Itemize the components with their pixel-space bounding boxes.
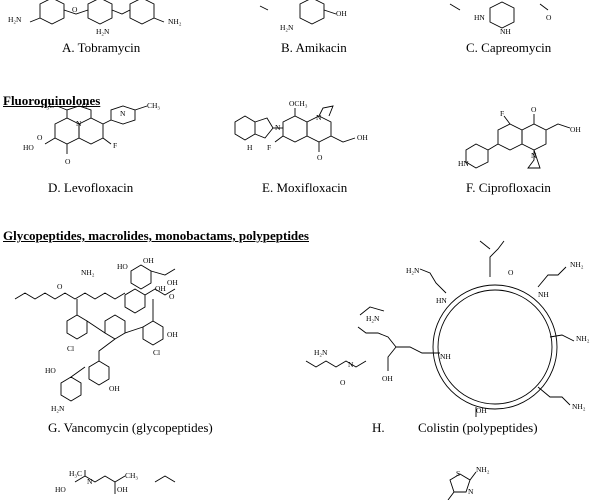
atom-label: OH	[167, 330, 178, 339]
atom-label: HO	[23, 143, 34, 152]
atom-label: CH₃	[147, 101, 160, 110]
atom-label: H₃C	[69, 469, 82, 478]
atom-label: HN	[458, 159, 469, 168]
atom-label: NH	[538, 290, 549, 299]
atom-label: Cl	[67, 344, 74, 353]
atom-label: H₂N	[51, 404, 65, 413]
caption-vancomycin: G. Vancomycin (glycopeptides)	[48, 420, 213, 435]
caption-moxifloxacin: E. Moxifloxacin	[262, 180, 348, 195]
atom-label: N	[531, 151, 537, 160]
atom-label: CH₃	[125, 471, 138, 480]
atom-label: O	[57, 282, 63, 291]
caption-amikacin: B. Amikacin	[281, 40, 347, 55]
atom-label: O	[82, 101, 88, 110]
atom-label: OH	[167, 278, 178, 287]
atom-label: NH	[440, 352, 451, 361]
atom-label: F	[267, 143, 271, 152]
atom-label: H	[247, 143, 253, 152]
vancomycin-structure: OH OH HO NH₂ O OH O Cl Cl OH OH HO H₂N	[14, 256, 178, 413]
atom-label: O	[317, 153, 323, 162]
atom-label: H₂N	[366, 314, 380, 323]
atom-label: H₂N	[96, 27, 110, 36]
atom-label: N	[120, 109, 126, 118]
atom-label: N	[87, 477, 93, 486]
atom-label: S	[456, 469, 460, 478]
atom-label: HN	[436, 296, 447, 305]
tobramycin-structure: H₂N O NH₂ H₂N	[8, 0, 182, 36]
monobactam-structure: NH₂ S N	[447, 465, 490, 500]
atom-label: O	[37, 133, 43, 142]
atom-label: F	[500, 109, 504, 118]
atom-label: OH	[117, 485, 128, 494]
atom-label: OH	[476, 406, 487, 415]
caption-levofloxacin: D. Levofloxacin	[48, 180, 134, 195]
amikacin-structure: OH H₂N	[259, 0, 347, 32]
atom-label: OH	[382, 374, 393, 383]
atom-label: NH₂	[576, 334, 590, 343]
atom-label: O	[546, 13, 552, 22]
caption-colistin: Colistin (polypeptides)	[418, 420, 538, 435]
section-heading-glycopeptides: Glycopeptides, macrolides, monobactams, …	[3, 228, 309, 243]
atom-label: H₂N	[314, 348, 328, 357]
atom-label: O	[508, 268, 514, 277]
atom-label: NH₂	[476, 465, 490, 474]
atom-label: Cl	[153, 348, 160, 357]
ciprofloxacin-structure: F O OH N HN	[458, 105, 581, 169]
atom-label: OH	[357, 133, 368, 142]
atom-label: N	[275, 123, 281, 132]
atom-label: H₃C	[41, 101, 54, 110]
capreomycin-structure: HN NH O	[449, 1, 552, 36]
atom-label: NH₂	[168, 17, 182, 26]
atom-label: N	[76, 119, 82, 128]
atom-label: N	[468, 487, 474, 496]
levofloxacin-structure: H₃C O N N CH₃ HO O O F	[23, 101, 160, 166]
atom-label: OH	[336, 9, 347, 18]
atom-label: O	[340, 378, 346, 387]
atom-label: HO	[45, 366, 56, 375]
moxifloxacin-structure: OCH₃ H N N F O OH	[234, 99, 368, 162]
caption-ciprofloxacin: F. Ciprofloxacin	[466, 180, 551, 195]
atom-label: HN	[474, 13, 485, 22]
caption-capreomycin: C. Capreomycin	[466, 40, 552, 55]
atom-label: O	[72, 5, 78, 14]
atom-label: HO	[55, 485, 66, 494]
atom-label: N	[348, 360, 354, 369]
atom-label: NH₂	[81, 268, 95, 277]
atom-label: H₂N	[8, 15, 22, 24]
macrolide-structure: H₃C N HO OH CH₃	[55, 469, 176, 494]
atom-label: OH	[109, 384, 120, 393]
atom-label: N	[316, 113, 322, 122]
atom-label: OH	[155, 284, 166, 293]
atom-label: NH	[500, 27, 511, 36]
atom-label: NH₂	[570, 260, 584, 269]
atom-label: O	[531, 105, 537, 114]
atom-label: NH₂	[572, 402, 586, 411]
atom-label: HO	[117, 262, 128, 271]
colistin-structure: H₂N NH₂ NH₂ NH₂ H₂N H₂N OH OH N O NH NH …	[305, 240, 590, 417]
caption-colistin-letter: H.	[372, 420, 385, 435]
atom-label: OCH₃	[289, 99, 308, 108]
atom-label: OH	[143, 256, 154, 265]
atom-label: F	[113, 141, 117, 150]
atom-label: OH	[570, 125, 581, 134]
atom-label: O	[65, 157, 71, 166]
caption-tobramycin: A. Tobramycin	[62, 40, 141, 55]
atom-label: O	[169, 292, 175, 301]
section-heading-fluoroquinolones: Fluoroquinolones	[3, 93, 101, 108]
atom-label: H₂N	[280, 23, 294, 32]
atom-label: H₂N	[406, 266, 420, 275]
